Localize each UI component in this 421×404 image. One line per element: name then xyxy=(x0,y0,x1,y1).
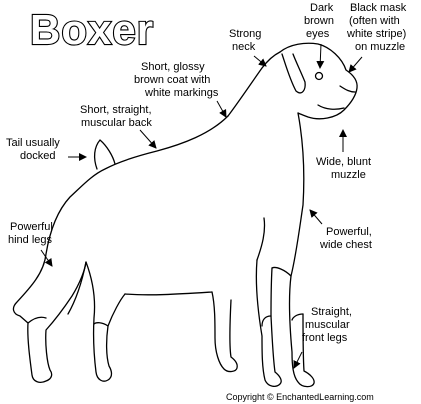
label-wide-chest: Powerful, wide chest xyxy=(319,226,375,251)
pointer-arrows xyxy=(40,43,363,369)
dog-jaw-line xyxy=(317,104,345,110)
dog-muzzle-line xyxy=(339,85,356,93)
label-strong-neck: Strong neck xyxy=(229,28,264,53)
boxer-dog-illustration xyxy=(12,42,358,388)
dog-eye xyxy=(314,71,324,81)
label-wide-muzzle: Wide, blunt muzzle xyxy=(316,156,374,181)
label-hind-legs: Powerful hind legs xyxy=(8,221,56,246)
label-tail-docked: Tail usually docked xyxy=(6,137,63,162)
dog-ear xyxy=(281,53,306,94)
arrow-dark-brown-eyes xyxy=(316,43,325,69)
label-muscular-back: Short, straight, muscular back xyxy=(80,104,155,129)
arrow-wide-chest xyxy=(309,209,323,225)
arrow-front-legs xyxy=(293,351,303,369)
dog-front-foot-marking-2 xyxy=(261,315,272,327)
dog-chest-marking xyxy=(271,266,292,277)
arrow-strong-neck xyxy=(253,55,267,67)
labels-group: Strong neck Dark brown eyes Black mask (… xyxy=(6,2,409,344)
dog-chest-and-front-leg xyxy=(288,112,315,388)
dog-front-leg-far xyxy=(255,259,282,387)
label-dark-brown-eyes: Dark brown xyxy=(304,2,336,27)
dog-front-foot-marking xyxy=(291,313,304,321)
dog-neck-outline xyxy=(227,51,281,117)
arrow-muscular-back xyxy=(139,129,157,149)
dog-inner-front-leg xyxy=(211,291,238,373)
arrow-glossy-coat xyxy=(216,100,227,118)
dog-body-outline xyxy=(12,115,229,383)
arrow-hind-legs xyxy=(40,249,53,267)
label-glossy-coat: Short, glossy brown coat with white mark… xyxy=(134,61,219,99)
dog-hind-leg-contour xyxy=(67,261,87,315)
dog-hind-foot-marking-2 xyxy=(93,322,109,327)
label-front-legs: Straight, muscular front legs xyxy=(302,306,355,344)
diagram-title: Boxer xyxy=(30,6,154,53)
arrow-black-mask xyxy=(348,56,363,73)
label-dark-brown-eyes-tail: eyes xyxy=(306,28,330,40)
copyright-notice: Copyright © EnchantedLearning.com xyxy=(226,392,374,402)
label-black-mask: Black mask (often with white stripe) on … xyxy=(346,2,409,53)
dog-head-outline xyxy=(279,42,358,120)
dog-hind-foot-marking xyxy=(27,316,47,324)
dog-tail xyxy=(93,139,116,170)
dog-front-leg-inner-contour xyxy=(256,217,266,261)
dog-belly-outline xyxy=(124,291,213,296)
